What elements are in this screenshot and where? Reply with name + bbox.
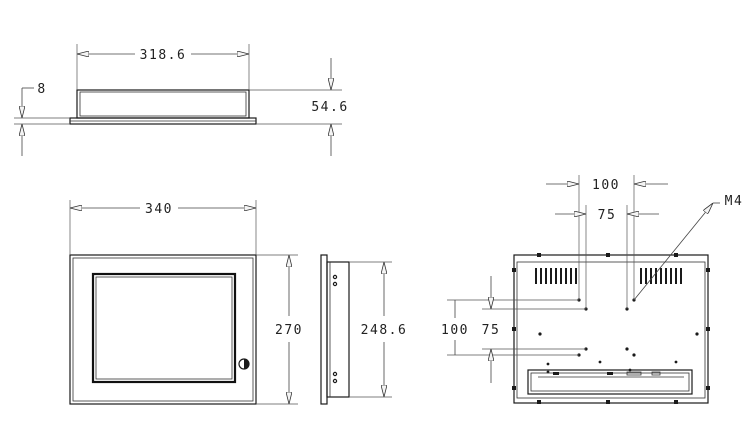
dim-side-height: 248.6 [349, 261, 408, 398]
power-button-icon [238, 358, 250, 370]
dim-top-width-label: 318.6 [140, 48, 187, 63]
dim-rear-v-inner: 75 [482, 276, 586, 383]
dim-front-height: 270 [256, 254, 303, 405]
top-view-inner-body [79, 91, 247, 117]
front-screen [91, 272, 237, 384]
dim-front-height-label: 270 [275, 323, 303, 338]
rear-outer [513, 254, 709, 404]
dim-top-width: 318.6 [76, 44, 250, 90]
dim-rear-h-inner: 75 [555, 205, 659, 309]
side-body [326, 261, 350, 398]
dim-rear-v-inner-label: 75 [482, 323, 501, 338]
top-view: 318.6 8 54.6 [14, 44, 348, 156]
dim-rear-h-inner-label: 75 [598, 208, 617, 223]
rear-inner [516, 261, 706, 399]
screw-callout-label: M4 [725, 194, 744, 209]
front-view: 340 270 [69, 200, 303, 405]
dim-front-width: 340 [69, 200, 257, 255]
side-view: 248.6 [320, 254, 408, 405]
dim-rear-v-outer: 100 [441, 299, 579, 356]
side-flange [320, 254, 328, 405]
dim-rear-h-outer-label: 100 [592, 178, 620, 193]
vent-left [535, 268, 577, 284]
dim-top-lip: 8 [14, 82, 70, 156]
io-bracket [527, 369, 693, 395]
rear-view: 100 75 100 75 [441, 175, 744, 404]
dim-top-lip-label: 8 [37, 82, 46, 97]
dim-top-depth-label: 54.6 [311, 100, 348, 115]
dim-rear-v-outer-label: 100 [441, 323, 469, 338]
vesa-holes [538, 298, 699, 374]
screw-callout: M4 [633, 194, 744, 301]
dim-rear-h-outer: 100 [546, 175, 668, 300]
dim-top-depth: 54.6 [249, 58, 348, 156]
vent-right [640, 268, 682, 284]
front-bezel-outer [69, 254, 257, 405]
dim-side-height-label: 248.6 [361, 323, 408, 338]
top-view-body [76, 89, 250, 119]
dim-front-width-label: 340 [145, 202, 173, 217]
front-bezel-inner [72, 257, 254, 402]
